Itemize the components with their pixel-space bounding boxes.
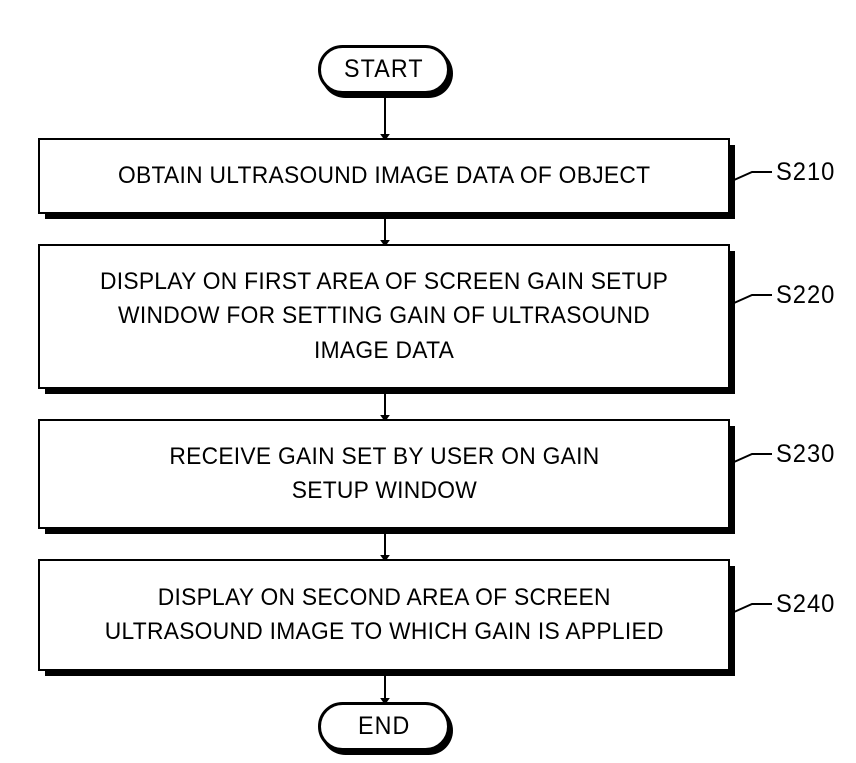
node-s220-label: DISPLAY ON FIRST AREA OF SCREEN GAIN SET… [99,268,669,364]
step-label-s230: S230 [776,440,836,468]
node-s230-label: RECEIVE GAIN SET BY USER ON GAIN SETUP W… [168,442,600,504]
leader-line-s210 [733,171,772,181]
node-end[interactable]: END [318,702,450,751]
node-start-label: START [344,55,424,83]
step-label-s240: S240 [776,590,836,618]
node-s220[interactable]: DISPLAY ON FIRST AREA OF SCREEN GAIN SET… [38,244,730,389]
leader-line-s230 [733,453,772,463]
node-end-label: END [357,712,411,740]
node-s230[interactable]: RECEIVE GAIN SET BY USER ON GAIN SETUP W… [38,419,730,529]
node-s240[interactable]: DISPLAY ON SECOND AREA OF SCREEN ULTRASO… [38,559,730,671]
node-s240-label: DISPLAY ON SECOND AREA OF SCREEN ULTRASO… [104,583,664,645]
leader-line-s220 [733,294,772,304]
step-label-s210: S210 [776,158,836,186]
node-s210[interactable]: OBTAIN ULTRASOUND IMAGE DATA OF OBJECT [38,138,730,214]
step-label-s220: S220 [776,281,836,309]
node-start[interactable]: START [318,45,450,94]
node-s210-label: OBTAIN ULTRASOUND IMAGE DATA OF OBJECT [117,161,651,189]
leader-line-s240 [733,603,772,613]
